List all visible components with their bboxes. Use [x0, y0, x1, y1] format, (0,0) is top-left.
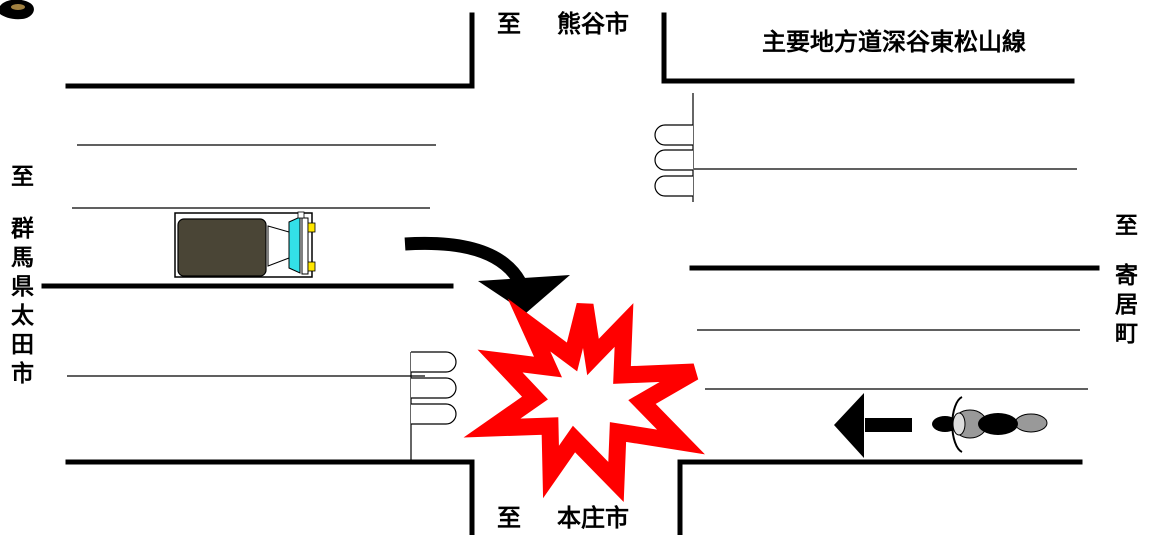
lane-lines [67, 144, 1088, 390]
west-destination-text: 群馬県太田市 [11, 216, 34, 387]
car-tyre-icon [0, 0, 34, 20]
curved-arrow-icon [404, 236, 570, 313]
west-to-prefix: 至 [11, 164, 34, 190]
east-destination-label: 寄居町 [1115, 262, 1139, 349]
north-city-label: 熊谷市 [557, 10, 629, 38]
traffic-signal-northeast [654, 93, 694, 202]
road-name-label: 主要地方道深谷東松山線 [762, 28, 1026, 56]
east-destination-text: 寄居町 [1115, 263, 1138, 347]
south-to-prefix: 至 [497, 504, 521, 532]
car-icon [174, 211, 316, 278]
east-to-prefix: 至 [1115, 213, 1138, 239]
west-destination-label: 群馬県太田市 [11, 215, 35, 389]
traffic-signal-southwest [410, 351, 457, 460]
road-edge-northwest [65, 12, 475, 89]
road-edge-southeast [677, 459, 1083, 535]
motorcycle-icon [932, 396, 1048, 453]
north-to-prefix: 至 [497, 10, 521, 38]
road-edges [41, 12, 1100, 535]
road-edge-southwest [65, 459, 475, 535]
south-city-label: 本庄市 [557, 504, 629, 532]
left-arrow-icon [834, 393, 912, 458]
collision-burst-icon [463, 298, 705, 503]
road-edge-northeast [661, 12, 1075, 84]
